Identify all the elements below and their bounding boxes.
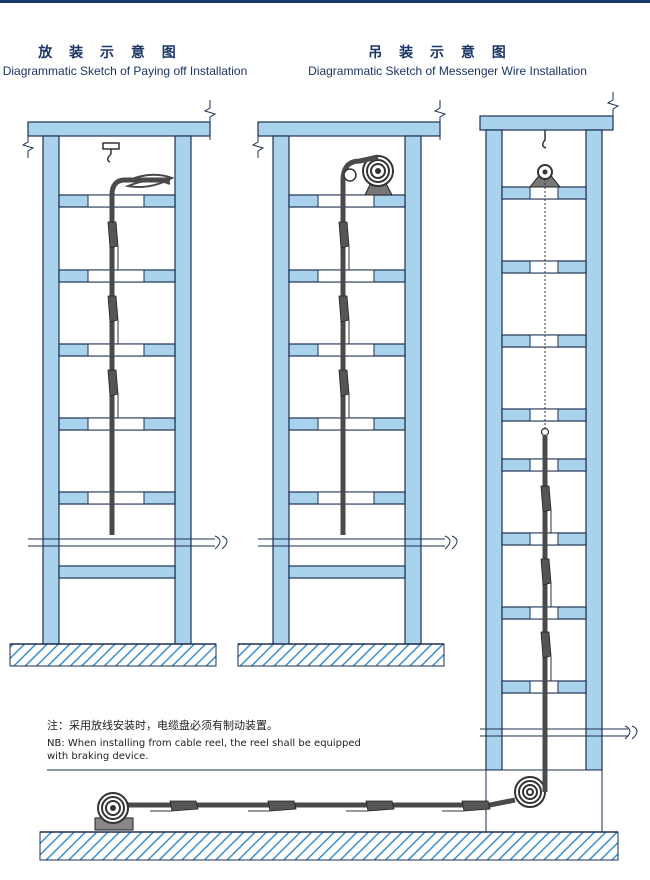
middle-roof-slab — [257, 121, 441, 137]
left-cable — [109, 173, 175, 535]
note-english-line-2: with braking device. — [47, 751, 149, 762]
right-diagram-title-en: Diagrammatic Sketch of Messenger Wire In… — [308, 64, 587, 78]
right-break-symbols — [606, 92, 620, 130]
middle-cable — [340, 154, 379, 535]
right-cable-grips — [540, 485, 552, 659]
middle-ground — [237, 643, 445, 667]
main-ground — [39, 831, 619, 861]
left-roof-slab — [27, 121, 211, 137]
left-break-symbols — [21, 100, 217, 158]
left-floor-openings — [87, 194, 145, 505]
note-english-line-1: NB: When installing from cable reel, the… — [47, 738, 361, 749]
middle-cable-reel — [362, 155, 394, 196]
right-column-right — [585, 129, 603, 771]
ground-cable — [118, 797, 516, 808]
right-column-left — [485, 129, 503, 771]
middle-column-right — [404, 135, 422, 645]
messenger-wire-joint — [540, 427, 550, 437]
middle-floor-openings — [317, 194, 375, 505]
middle-floor-slab — [288, 565, 406, 579]
right-roof-slab — [479, 115, 614, 131]
note-chinese: 注：采用放线安装时，电缆盘必须有制动装置。 — [47, 719, 278, 732]
left-floor-slab — [58, 565, 176, 579]
left-cut-line — [28, 535, 228, 550]
left-building — [27, 121, 211, 645]
middle-break-symbols — [251, 100, 447, 158]
ground-cable-drum — [94, 792, 134, 831]
left-diagram-title-en: Diagrammatic Sketch of Paying off Instal… — [2, 64, 248, 78]
right-hook-pulley — [528, 130, 562, 188]
left-cable-grips — [107, 221, 119, 397]
left-top-hook — [102, 142, 120, 163]
top-rule — [0, 0, 650, 3]
middle-cut-line — [258, 535, 458, 550]
right-cut-line — [480, 725, 638, 740]
right-diagram-title-zh: 吊 装 示 意 图 — [368, 45, 512, 61]
middle-column-left — [272, 135, 290, 645]
left-diagram-title-zh: 放 装 示 意 图 — [38, 45, 182, 61]
left-ground — [9, 643, 217, 667]
left-column-right — [174, 135, 192, 645]
ground-cable-grips — [169, 800, 491, 812]
left-column-left — [42, 135, 60, 645]
